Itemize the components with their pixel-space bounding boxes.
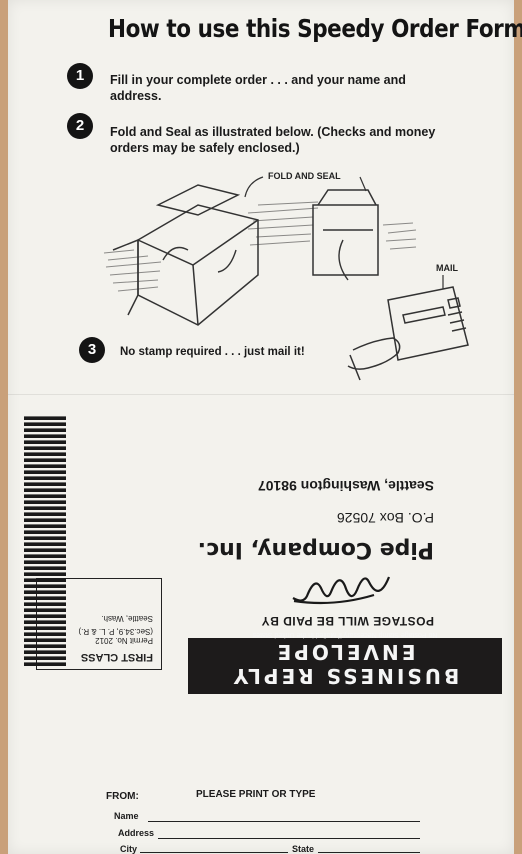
barcode-bar [24, 584, 66, 588]
po-box: P.O. Box 70526 [336, 510, 434, 526]
company-signature-logo [292, 576, 391, 605]
barcode-bar [24, 530, 66, 534]
name-label: Name [114, 811, 139, 821]
postal-barcode [24, 416, 66, 666]
step-1-line2: address. [110, 89, 162, 103]
barcode-bar [24, 416, 66, 420]
name-field[interactable] [148, 821, 420, 822]
shading-middle [247, 201, 319, 246]
barcode-bar [24, 446, 66, 450]
barcode-bar [24, 626, 66, 630]
fold-arrow-2 [217, 249, 237, 273]
city-field[interactable] [140, 852, 288, 853]
barcode-bar [24, 476, 66, 480]
barcode-bar [24, 602, 66, 606]
barcode-bar [24, 422, 66, 426]
step-2-line1: Fold and Seal as illustrated below. (Che… [110, 125, 436, 139]
folded-form-box-icon [112, 184, 259, 326]
step-1-line1: Fill in your complete order . . . and yo… [110, 73, 406, 87]
barcode-bar [24, 428, 66, 432]
barcode-bar [24, 434, 66, 438]
business-reply-title: BUSINESS REPLY ENVELOPE [230, 640, 460, 688]
from-label: FROM: [106, 791, 139, 802]
step-3-text: No stamp required . . . just mail it! [120, 346, 305, 358]
barcode-bar [24, 518, 66, 522]
barcode-bar [24, 662, 66, 666]
instructions-panel: How to use this Speedy Order Form 1 Fill… [8, 0, 522, 395]
barcode-bar [24, 632, 66, 636]
business-reply-envelope: FIRST CLASS Permit No. 2012 (Sec.34.9, P… [8, 398, 514, 770]
step-2-text: Fold and Seal as illustrated below. (Che… [110, 124, 435, 156]
fold-label-arrow [244, 176, 264, 198]
barcode-bar [24, 512, 66, 516]
company-name: Pipe Company, Inc. [197, 537, 434, 562]
state-field[interactable] [318, 852, 420, 853]
barcode-bar [24, 548, 66, 552]
barcode-bar [24, 566, 66, 570]
barcode-bar [24, 524, 66, 528]
barcode-bar [24, 650, 66, 654]
barcode-bar [24, 452, 66, 456]
barcode-bar [24, 506, 66, 510]
fold-and-mail-illustration: FOLD AND SEAL MAIL [103, 171, 469, 381]
state-label: State [292, 844, 315, 854]
barcode-bar [24, 488, 66, 492]
city-label: City [120, 844, 138, 854]
sealed-envelope-icon [312, 189, 379, 276]
business-reply-subtitle: No Postage Stamp Necessary if Mailed in … [252, 631, 438, 638]
barcode-bar [24, 638, 66, 642]
barcode-bar [24, 458, 66, 462]
shading-left [103, 249, 162, 292]
barcode-bar [24, 536, 66, 540]
page-title: How to use this Speedy Order Form [108, 14, 522, 43]
barcode-bar [24, 494, 66, 498]
print-instruction: PLEASE PRINT OR TYPE [196, 789, 316, 800]
barcode-bar [24, 560, 66, 564]
barcode-bar [24, 596, 66, 600]
step-2-badge: 2 [67, 113, 93, 139]
barcode-bar [24, 440, 66, 444]
barcode-bar [24, 500, 66, 504]
business-reply-banner: BUSINESS REPLY ENVELOPE No Postage Stamp… [188, 631, 502, 694]
fold-seal-label: FOLD AND SEAL [268, 171, 341, 181]
postage-paid-by: POSTAGE WILL BE PAID BY [261, 614, 434, 628]
shading-right [382, 222, 417, 250]
barcode-bar [24, 590, 66, 594]
envelope-rotated: FIRST CLASS Permit No. 2012 (Sec.34.9, P… [8, 398, 514, 770]
barcode-bar [24, 614, 66, 618]
barcode-bar [24, 482, 66, 486]
step-1-badge: 1 [67, 63, 93, 89]
address-field[interactable] [158, 838, 420, 839]
barcode-bar [24, 608, 66, 612]
step-3-badge: 3 [79, 337, 105, 363]
barcode-bar [24, 554, 66, 558]
from-section: FROM: PLEASE PRINT OR TYPE Name Address … [8, 780, 514, 854]
fold-crease [8, 394, 514, 395]
mail-label: MAIL [436, 263, 458, 273]
barcode-bar [24, 542, 66, 546]
barcode-bar [24, 620, 66, 624]
barcode-bar [24, 578, 66, 582]
barcode-bar [24, 572, 66, 576]
barcode-bar [24, 464, 66, 468]
step-2-line2: orders may be safely enclosed.) [110, 141, 300, 155]
barcode-bar [24, 644, 66, 648]
seal-arrow [338, 239, 349, 281]
fold-arrow-1 [162, 246, 189, 261]
barcode-bar [24, 656, 66, 660]
hand-mailing-envelope-icon [347, 286, 469, 381]
seal-label-arrow [359, 176, 367, 192]
address-label: Address [118, 828, 155, 838]
step-1-text: Fill in your complete order . . . and yo… [110, 72, 406, 104]
city-state-zip: Seattle, Washington 98107 [257, 478, 434, 494]
barcode-bar [24, 470, 66, 474]
order-form-sheet: How to use this Speedy Order Form 1 Fill… [8, 0, 522, 854]
